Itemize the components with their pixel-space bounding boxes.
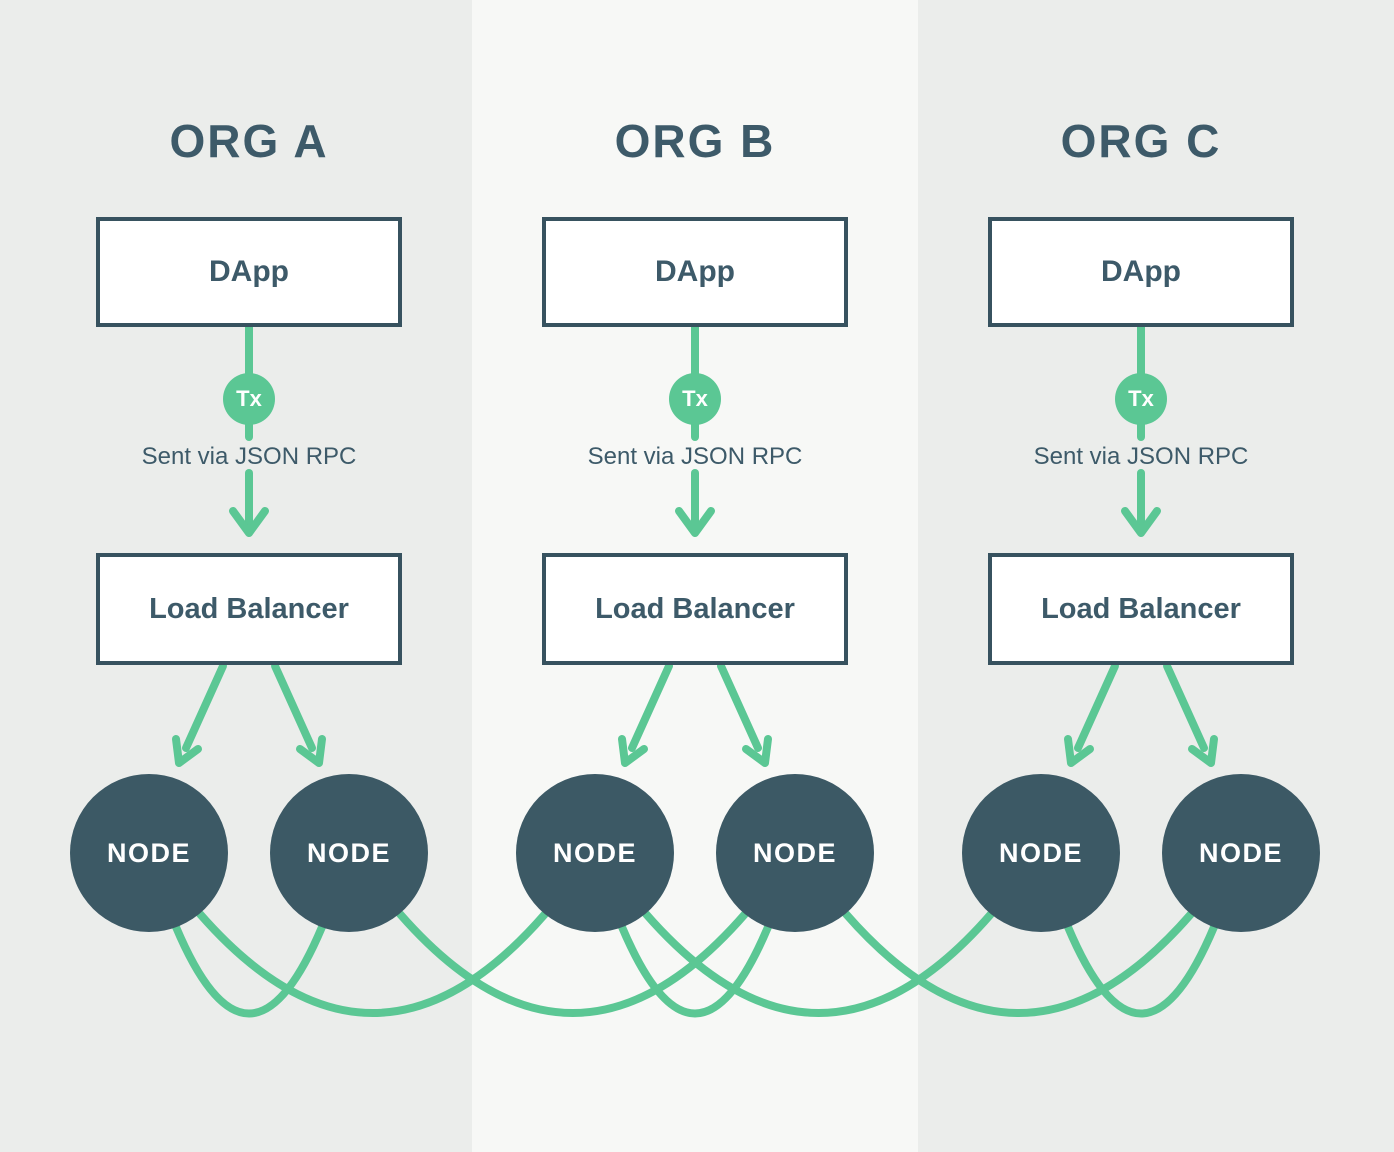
node-link-b1-c1 bbox=[642, 910, 995, 1017]
lb-to-right-node-arrow-shaft-org-a bbox=[271, 662, 316, 752]
node-link-a1-b1 bbox=[196, 910, 549, 1017]
node-link-b2-c2 bbox=[842, 910, 1195, 1017]
node-link-c1-c2 bbox=[1064, 923, 1218, 1018]
lb-to-left-node-arrow-shaft-org-b bbox=[628, 662, 673, 752]
arrow-down-right-icon-org-c bbox=[1188, 735, 1218, 767]
arrow-down-right-icon-org-a bbox=[296, 735, 326, 767]
arrow-down-icon-org-b bbox=[675, 507, 715, 537]
lb-to-right-node-arrow-shaft-org-b bbox=[717, 662, 762, 752]
arrow-down-left-icon-org-c bbox=[1064, 735, 1094, 767]
arrow-down-left-icon-org-a bbox=[172, 735, 202, 767]
arrow-down-icon-org-c bbox=[1121, 507, 1161, 537]
node-link-a1-a2 bbox=[172, 923, 326, 1018]
arrow-down-right-icon-org-b bbox=[742, 735, 772, 767]
arrow-down-left-icon-org-b bbox=[618, 735, 648, 767]
node-link-b1-b2 bbox=[618, 923, 772, 1018]
lb-to-left-node-arrow-shaft-org-a bbox=[182, 662, 227, 752]
lb-to-right-node-arrow-shaft-org-c bbox=[1163, 662, 1208, 752]
lb-to-left-node-arrow-shaft-org-c bbox=[1074, 662, 1119, 752]
arrow-down-icon-org-a bbox=[229, 507, 269, 537]
